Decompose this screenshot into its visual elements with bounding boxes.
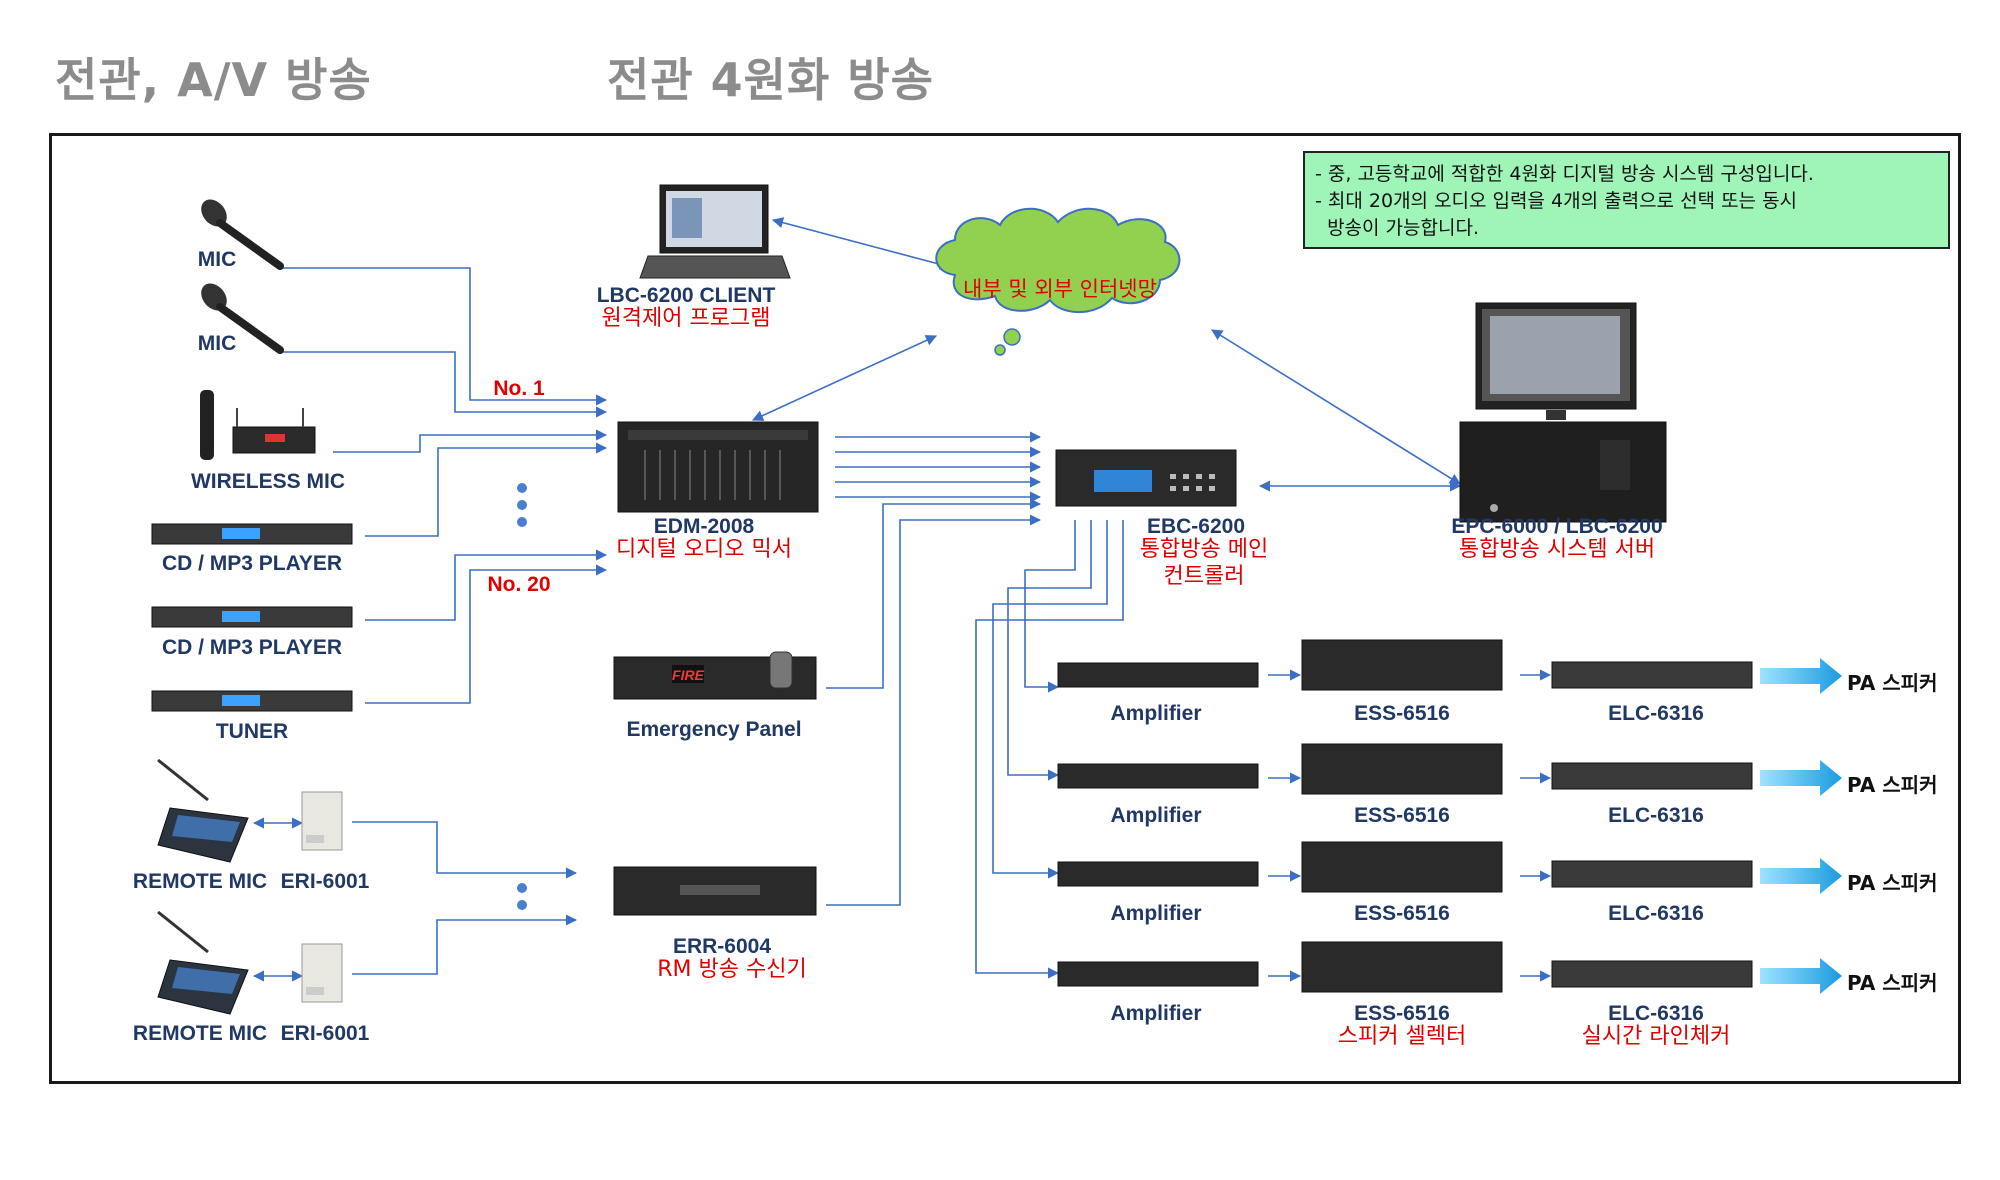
eri-2-device xyxy=(301,943,343,1003)
ellipsis-dots-2 xyxy=(517,883,527,910)
eri-1-label: ERI-6001 xyxy=(281,870,370,893)
diagram-frame xyxy=(49,133,1961,1084)
cd-player-2-device xyxy=(151,606,353,628)
client-desc-label: 원격제어 프로그램 xyxy=(602,306,771,331)
wireless-mic-device xyxy=(200,390,316,460)
speaker-1-label: PA 스피커 xyxy=(1847,671,1937,695)
elc-3-label: ELC-6316 xyxy=(1608,902,1704,925)
server-model-label: EPC-6000 / LBC-6200 xyxy=(1451,515,1662,538)
tuner-device xyxy=(151,690,353,712)
mixer-to-controller-lines xyxy=(826,431,1042,906)
cd-player-1-device xyxy=(151,523,353,545)
cd-player-1-label: CD / MP3 PLAYER xyxy=(162,552,342,575)
amp-3-label: Amplifier xyxy=(1110,902,1201,925)
info-line-2: - 최대 20개의 오디오 입력을 4개의 출력으로 선택 또는 동시 xyxy=(1315,190,1798,212)
info-line-1: - 중, 고등학교에 적합한 4원화 디지털 방송 시스템 구성입니다. xyxy=(1315,163,1814,185)
mixer-device xyxy=(617,421,819,513)
emergency-panel-label: Emergency Panel xyxy=(626,718,801,741)
controller-to-amp-lines xyxy=(975,520,1552,982)
server-device xyxy=(1459,302,1667,523)
ess-3-label: ESS-6516 xyxy=(1354,902,1450,925)
laptop-client-device xyxy=(639,184,791,279)
channel-first-label: No. 1 xyxy=(493,377,545,400)
cloud-label: 내부 및 외부 인터넷망 xyxy=(963,277,1157,301)
controller-model-label: EBC-6200 xyxy=(1147,515,1245,538)
eri-2-label: ERI-6001 xyxy=(281,1022,370,1045)
controller-desc-2-label: 컨트롤러 xyxy=(1164,564,1245,589)
channel-last-label: No. 20 xyxy=(487,573,550,596)
header-right: 전관 4원화 방송 xyxy=(607,53,934,107)
output-row-4: Amplifier ESS-6516 ELC-6316 PA 스피커 xyxy=(1057,941,1937,1025)
receiver-desc-label: RM 방송 수신기 xyxy=(657,957,806,982)
remote-mic-2-device xyxy=(157,910,249,1015)
tuner-label: TUNER xyxy=(216,720,288,743)
elc-1-label: ELC-6316 xyxy=(1608,702,1704,725)
input-lines xyxy=(252,267,608,982)
amp-1-label: Amplifier xyxy=(1110,702,1201,725)
ess-4-label: ESS-6516 xyxy=(1354,1002,1450,1025)
controller-device xyxy=(1055,449,1237,507)
network-lines xyxy=(751,217,1462,492)
controller-desc-1-label: 통합방송 메인 xyxy=(1140,537,1268,562)
speaker-2-label: PA 스피커 xyxy=(1847,773,1937,797)
fire-text: FIRE xyxy=(672,667,705,683)
selector-desc-label: 스피커 셀렉터 xyxy=(1338,1024,1466,1049)
mic-1-device xyxy=(201,199,284,270)
amp-4-label: Amplifier xyxy=(1110,1002,1201,1025)
cd-player-2-label: CD / MP3 PLAYER xyxy=(162,636,342,659)
ess-2-label: ESS-6516 xyxy=(1354,804,1450,827)
wireless-mic-label: WIRELESS MIC xyxy=(191,470,345,493)
output-row-1: Amplifier ESS-6516 ELC-6316 PA 스피커 xyxy=(1057,639,1937,725)
info-box: - 중, 고등학교에 적합한 4원화 디지털 방송 시스템 구성입니다. - 최… xyxy=(1303,151,1950,249)
amp-2-label: Amplifier xyxy=(1110,804,1201,827)
mic-2-label: MIC xyxy=(198,332,237,355)
mic-2-device xyxy=(201,283,284,354)
server-desc-label: 통합방송 시스템 서버 xyxy=(1459,537,1655,562)
mixer-desc-label: 디지털 오디오 믹서 xyxy=(616,537,792,562)
output-row-3: Amplifier ESS-6516 ELC-6316 PA 스피커 xyxy=(1057,841,1937,925)
client-model-label: LBC-6200 CLIENT xyxy=(597,284,776,307)
info-line-3: 방송이 가능합니다. xyxy=(1315,217,1479,239)
checker-desc-label: 실시간 라인체커 xyxy=(1582,1024,1731,1049)
emergency-panel-device: FIRE xyxy=(613,651,817,700)
header-left: 전관, A/V 방송 xyxy=(55,53,372,107)
eri-1-device xyxy=(301,791,343,851)
internet-cloud: 내부 및 외부 인터넷망 xyxy=(935,207,1181,356)
ellipsis-dots-1 xyxy=(517,483,527,527)
receiver-model-label: ERR-6004 xyxy=(673,935,771,958)
ess-1-label: ESS-6516 xyxy=(1354,702,1450,725)
remote-mic-1-device xyxy=(157,758,249,863)
mixer-model-label: EDM-2008 xyxy=(654,515,755,538)
elc-2-label: ELC-6316 xyxy=(1608,804,1704,827)
output-row-2: Amplifier ESS-6516 ELC-6316 PA 스피커 xyxy=(1057,743,1937,827)
remote-mic-2-label: REMOTE MIC xyxy=(133,1022,267,1045)
receiver-device xyxy=(613,866,817,916)
speaker-4-label: PA 스피커 xyxy=(1847,971,1937,995)
speaker-3-label: PA 스피커 xyxy=(1847,871,1937,895)
mic-1-label: MIC xyxy=(198,248,237,271)
elc-4-label: ELC-6316 xyxy=(1608,1002,1704,1025)
remote-mic-1-label: REMOTE MIC xyxy=(133,870,267,893)
